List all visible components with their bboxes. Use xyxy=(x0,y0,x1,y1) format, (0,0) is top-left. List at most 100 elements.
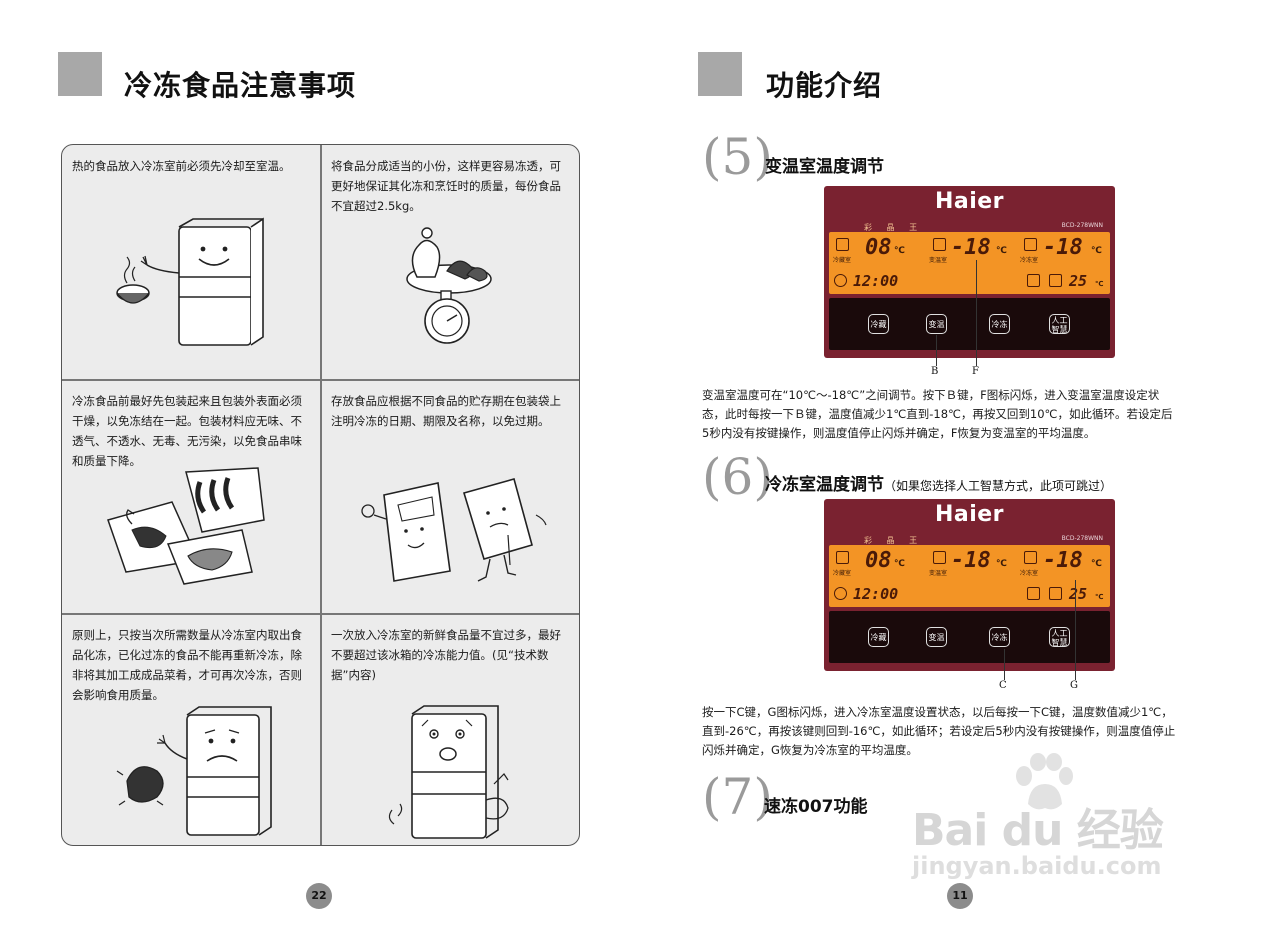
description-line: 直到-26℃，再按该键则回到-16℃，如此循环；若设定后5秒内没有按键操作，则温… xyxy=(702,724,1176,738)
ambient-temp-display: 25 xyxy=(1069,272,1088,290)
tip-text: 存放食品应根据不同食品的贮存期在包装袋上注明冷冻的日期、期限及名称，以免过期。 xyxy=(331,394,561,428)
fridge-temp-display: 08 xyxy=(865,548,892,573)
section-title-6: 冷冻室温度调节（如果您选择人工智慧方式，此项可跳过） xyxy=(765,470,1112,495)
clock-icon xyxy=(834,587,847,600)
freezer-temp-display: -18 xyxy=(1043,235,1083,260)
model-label: BCD-278WNN xyxy=(1061,535,1103,542)
key-strip: 冷藏 变温 冷冻 人工 智慧 xyxy=(829,298,1110,350)
callout-line-g xyxy=(1075,580,1076,680)
freezer-temp-display: -18 xyxy=(1043,548,1083,573)
food-on-scale-illustration xyxy=(406,227,492,344)
tip-cell-small-portions: 将食品分成适当的小份，这样更容易冻透，可更好地保证其化冻和烹饪时的质量，每份食品… xyxy=(321,145,579,379)
page-number-right: 11 xyxy=(947,883,973,909)
tip-cell-cool-before-freezing: 热的食品放入冷冻室前必须先冷却至室温。 xyxy=(62,145,320,379)
smart-mode-key[interactable]: 人工 智慧 xyxy=(1049,314,1070,334)
tip-text: 原则上，只按当次所需数量从冷冻室内取出食品化冻，已化过冻的食品不能再重新冷冻，除… xyxy=(72,628,302,702)
tip-text: 将食品分成适当的小份，这样更容易冻透，可更好地保证其化冻和烹饪时的质量，每份食品… xyxy=(331,159,561,213)
callout-f: F xyxy=(972,366,979,377)
labeled-packages-illustration xyxy=(361,478,547,582)
overloaded-fridge-illustration xyxy=(388,705,509,839)
freezer-key[interactable]: 冷冻 xyxy=(989,314,1010,334)
watermark-url: jingyan.baidu.com xyxy=(912,852,1162,880)
quick-freeze-icon xyxy=(1027,587,1040,600)
tips-grid: 热的食品放入冷冻室前必须先冷却至室温。 将食品分成适当的小份，这样更容易冻透，可… xyxy=(61,144,580,846)
callout-line-b xyxy=(936,335,937,366)
clock-display: 12:00 xyxy=(853,585,899,603)
section-title-7: 速冻007功能 xyxy=(764,792,868,817)
fridge-temp-unit: ℃ xyxy=(894,559,905,569)
section-title-text: 冷冻室温度调节 xyxy=(765,475,884,495)
fridge-key[interactable]: 冷藏 xyxy=(868,314,889,334)
fridge-compartment-icon xyxy=(836,551,849,564)
freezer-compartment-icon xyxy=(1024,551,1037,564)
variable-label: 变温室 xyxy=(929,257,948,264)
control-panel-2: Haier 彩 晶 王 BCD-278WNN 冷藏室 08 ℃ 变温室 -18 … xyxy=(824,499,1115,671)
baidu-paw-watermark-icon xyxy=(1016,753,1073,810)
section-6-description: 按一下C键，G图标闪烁，进入冷冻室温度设置状态，以后每按一下C键，温度数值减少1… xyxy=(702,703,1230,760)
tip-cell-no-refreeze: 原则上，只按当次所需数量从冷冻室内取出食品化冻，已化过冻的食品不能再重新冷冻，除… xyxy=(62,614,320,845)
freezer-label: 冷冻室 xyxy=(1020,257,1039,264)
variable-temp-unit: ℃ xyxy=(996,246,1007,256)
display-screen: 冷藏室 08 ℃ 变温室 -18 ℃ 冷冻室 -18 ℃ 12:00 25 ℃ xyxy=(829,232,1110,294)
title-marker-right xyxy=(698,52,742,96)
brand-logo: Haier xyxy=(934,502,1005,527)
key-strip: 冷藏 变温 冷冻 人工 智慧 xyxy=(829,611,1110,663)
control-panel-1: Haier 彩 晶 王 BCD-278WNN 冷藏室 08 ℃ 变温室 -18 … xyxy=(824,186,1115,358)
freezer-label: 冷冻室 xyxy=(1020,570,1039,577)
grid-divider-2 xyxy=(62,613,579,615)
quick-freeze-icon xyxy=(1027,274,1040,287)
fridge-key[interactable]: 冷藏 xyxy=(868,627,889,647)
tip-text: 一次放入冷冻室的新鲜食品量不宜过多，最好不要超过该冰箱的冷冻能力值。(见“技术数… xyxy=(331,628,561,682)
callout-b: B xyxy=(931,366,939,377)
fridge-label: 冷藏室 xyxy=(833,257,852,264)
variable-temp-display: -18 xyxy=(951,548,991,573)
tip-cell-label-dates: 存放食品应根据不同食品的贮存期在包装袋上注明冷冻的日期、期限及名称，以免过期。 xyxy=(321,380,579,613)
tip-cell-capacity: 一次放入冷冻室的新鲜食品量不宜过多，最好不要超过该冰箱的冷冻能力值。(见“技术数… xyxy=(321,614,579,845)
ambient-temp-unit: ℃ xyxy=(1095,280,1104,288)
section-number-6: (6) xyxy=(702,448,773,506)
grid-divider-vertical xyxy=(320,145,322,845)
section-number-5: (5) xyxy=(702,128,773,186)
series-label: 彩 晶 王 xyxy=(864,223,924,232)
variable-compartment-icon xyxy=(933,551,946,564)
callout-line-f xyxy=(976,260,977,366)
baidu-jingyan-watermark-logo: Bai du 经验 xyxy=(912,805,1164,856)
page-title-right: 功能介绍 xyxy=(766,69,883,102)
fridge-label: 冷藏室 xyxy=(833,570,852,577)
smart-mode-key[interactable]: 人工 智慧 xyxy=(1049,627,1070,647)
section-title-text: 速冻007功能 xyxy=(764,797,868,817)
section-title-5: 变温室温度调节 xyxy=(765,152,884,177)
brand-logo: Haier xyxy=(934,189,1005,214)
clock-icon xyxy=(834,274,847,287)
section-5-description: 变温室温度可在“10℃～-18℃”之间调节。按下Ｂ键，F图标闪烁，进入变温室温度… xyxy=(702,386,1230,443)
tip-cell-wrap-food: 冷冻食品前最好先包装起来且包装外表面必须干燥，以免冻结在一起。包装材料应无味、不… xyxy=(62,380,320,613)
description-line: 变温室温度可在“10℃～-18℃”之间调节。按下Ｂ键，F图标闪烁，进入变温室温度… xyxy=(702,388,1160,402)
tip-text: 冷冻食品前最好先包装起来且包装外表面必须干燥，以免冻结在一起。包装材料应无味、不… xyxy=(72,394,302,468)
variable-key[interactable]: 变温 xyxy=(926,627,947,647)
freezer-key-c[interactable]: 冷冻 xyxy=(989,627,1010,647)
series-label: 彩 晶 王 xyxy=(864,536,924,545)
variable-label: 变温室 xyxy=(929,570,948,577)
variable-compartment-icon xyxy=(933,238,946,251)
variable-temp-unit: ℃ xyxy=(996,559,1007,569)
description-line: 按一下C键，G图标闪烁，进入冷冻室温度设置状态，以后每按一下C键，温度数值减少1… xyxy=(702,705,1173,719)
callout-c: C xyxy=(999,680,1007,691)
fridge-compartment-icon xyxy=(836,238,849,251)
description-line: 5秒内没有按键操作，则温度值停止闪烁并确定，F恢复为变温室的平均温度。 xyxy=(702,426,1096,440)
display-screen: 冷藏室 08 ℃ 变温室 -18 ℃ 冷冻室 -18 ℃ 12:00 25 ℃ xyxy=(829,545,1110,607)
section-number-7: (7) xyxy=(702,768,773,826)
tip-text: 热的食品放入冷冻室前必须先冷却至室温。 xyxy=(72,159,291,173)
freezer-temp-unit: ℃ xyxy=(1091,559,1102,569)
ambient-temp-unit: ℃ xyxy=(1095,593,1104,601)
home-icon xyxy=(1049,587,1062,600)
section-title-text: 变温室温度调节 xyxy=(765,157,884,177)
fridge-temp-display: 08 xyxy=(865,235,892,260)
ambient-temp-display: 25 xyxy=(1069,585,1088,603)
home-icon xyxy=(1049,274,1062,287)
variable-key-b[interactable]: 变温 xyxy=(926,314,947,334)
smiling-fridge-illustration xyxy=(116,217,264,346)
fridge-temp-unit: ℃ xyxy=(894,246,905,256)
description-line: 闪烁并确定，G恢复为冷冻室的平均温度。 xyxy=(702,743,918,757)
sad-fridge-illustration xyxy=(116,706,272,836)
title-marker-left xyxy=(58,52,102,96)
